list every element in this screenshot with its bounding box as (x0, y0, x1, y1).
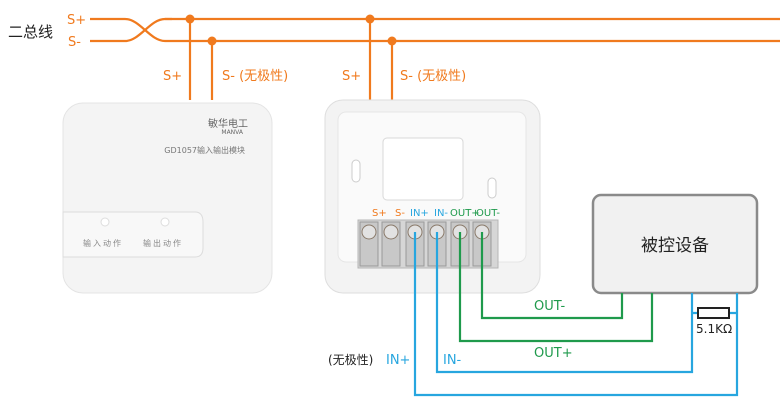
brand-cn: 敏华电工 (208, 117, 248, 130)
terminal-block (359, 221, 492, 267)
terminal-screw-icon (361, 224, 377, 240)
controlled-device (591, 193, 759, 295)
module-drop-wires (188, 19, 214, 100)
io-module: 敏华电工 MANVA GD1057输入输出模块 输入动作 输出动作 (62, 102, 273, 294)
output-action-label: 输出动作 (143, 238, 183, 248)
controlled-device-label: 被控设备 (641, 236, 709, 256)
base-s-minus-label: S- (无极性) (400, 69, 466, 84)
input-led (100, 217, 110, 227)
junction-dot (365, 14, 375, 24)
bus-title: 二总线 (8, 23, 53, 41)
out-plus-label: OUT+ (534, 346, 573, 361)
model-label: GD1057输入输出模块 (164, 145, 245, 155)
terminal-label-s-plus: S+ (372, 208, 387, 219)
terminal-label-out-minus: OUT- (476, 208, 500, 219)
junction-dot (185, 14, 195, 24)
terminal-label-out-plus: OUT+ (450, 208, 480, 219)
junction-dot (207, 36, 217, 46)
bus-s-plus-label: S+ (67, 13, 86, 28)
brand-en: MANVA (221, 129, 243, 136)
in-plus-label: IN+ (386, 353, 410, 368)
bus-s-plus-wire (90, 17, 170, 43)
out-minus-wire (480, 232, 624, 320)
module-s-plus-label: S+ (163, 69, 182, 84)
junction-dot (387, 36, 397, 46)
out-minus-label: OUT- (534, 299, 565, 314)
resistor-icon (697, 307, 730, 319)
module-s-minus-label: S- (无极性) (222, 69, 288, 84)
bus-s-minus-wire (90, 17, 170, 43)
output-led (160, 217, 170, 227)
base-s-plus-label: S+ (342, 69, 361, 84)
resistor-value: 5.1KΩ (696, 322, 732, 336)
out-plus-wire (458, 232, 654, 343)
terminal-label-in-plus: IN+ (410, 208, 429, 219)
in-plus-wire (413, 232, 739, 397)
in-plus-note: (无极性) (328, 353, 373, 367)
input-action-label: 输入动作 (83, 238, 123, 248)
in-minus-wire (435, 232, 694, 374)
terminal-label-in-minus: IN- (434, 208, 448, 219)
bus-s-minus-label: S- (68, 35, 81, 50)
terminal-label-s-minus: S- (395, 208, 405, 219)
terminal-screw-icon (383, 224, 399, 240)
in-minus-label: IN- (443, 353, 462, 368)
